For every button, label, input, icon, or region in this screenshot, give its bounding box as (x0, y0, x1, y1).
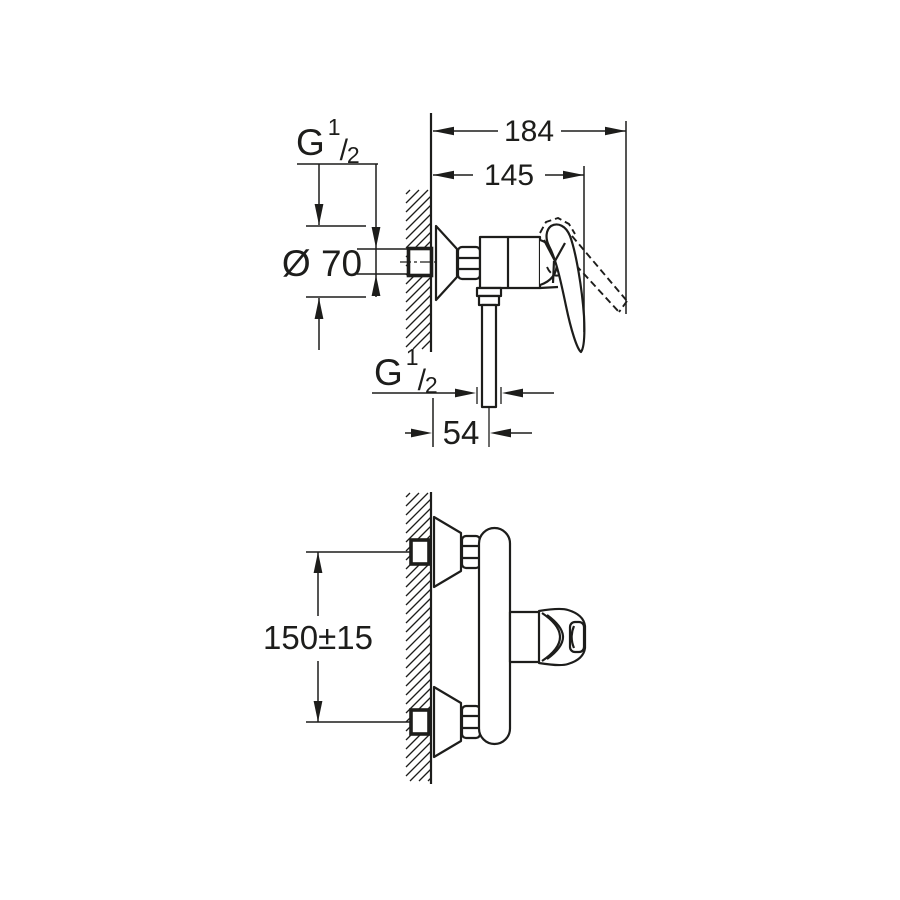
plan-view: 150±15 (263, 492, 587, 784)
dimension-escutcheon-diameter-70: Ø 70 (282, 164, 366, 350)
dimension-total-depth-184: 184 (433, 115, 627, 314)
hex-nut-plan-bottom (460, 704, 482, 740)
shower-outlet-pipe (475, 286, 503, 447)
escutcheon-plan-bottom (432, 685, 463, 759)
lever-handle-plan (508, 607, 587, 667)
escutcheon-side (434, 224, 459, 302)
wall-hatch-plan (405, 492, 432, 782)
escutcheon-plan-top (432, 515, 463, 589)
lever-tip-detail (568, 620, 586, 654)
dim-label-150: 150±15 (263, 619, 373, 656)
lever-handle (543, 223, 586, 354)
dim-label-diameter-70: Ø 70 (282, 243, 362, 284)
faucet-body-plan (477, 526, 512, 746)
dim-label-54: 54 (443, 414, 480, 451)
dim-label-184: 184 (504, 115, 554, 148)
dimension-connection-spacing-150: 150±15 (263, 551, 411, 723)
inlet-union-plan-top (409, 538, 431, 566)
dimension-depth-to-lever-145: 145 (433, 159, 585, 332)
inlet-union-plan-bottom (409, 708, 431, 736)
dimension-outlet-offset-54: 54 (405, 398, 532, 451)
hex-nut-side (456, 245, 482, 281)
handle-neck (508, 610, 542, 664)
dim-label-145: 145 (484, 159, 534, 192)
hex-nut-plan-top (460, 534, 482, 570)
